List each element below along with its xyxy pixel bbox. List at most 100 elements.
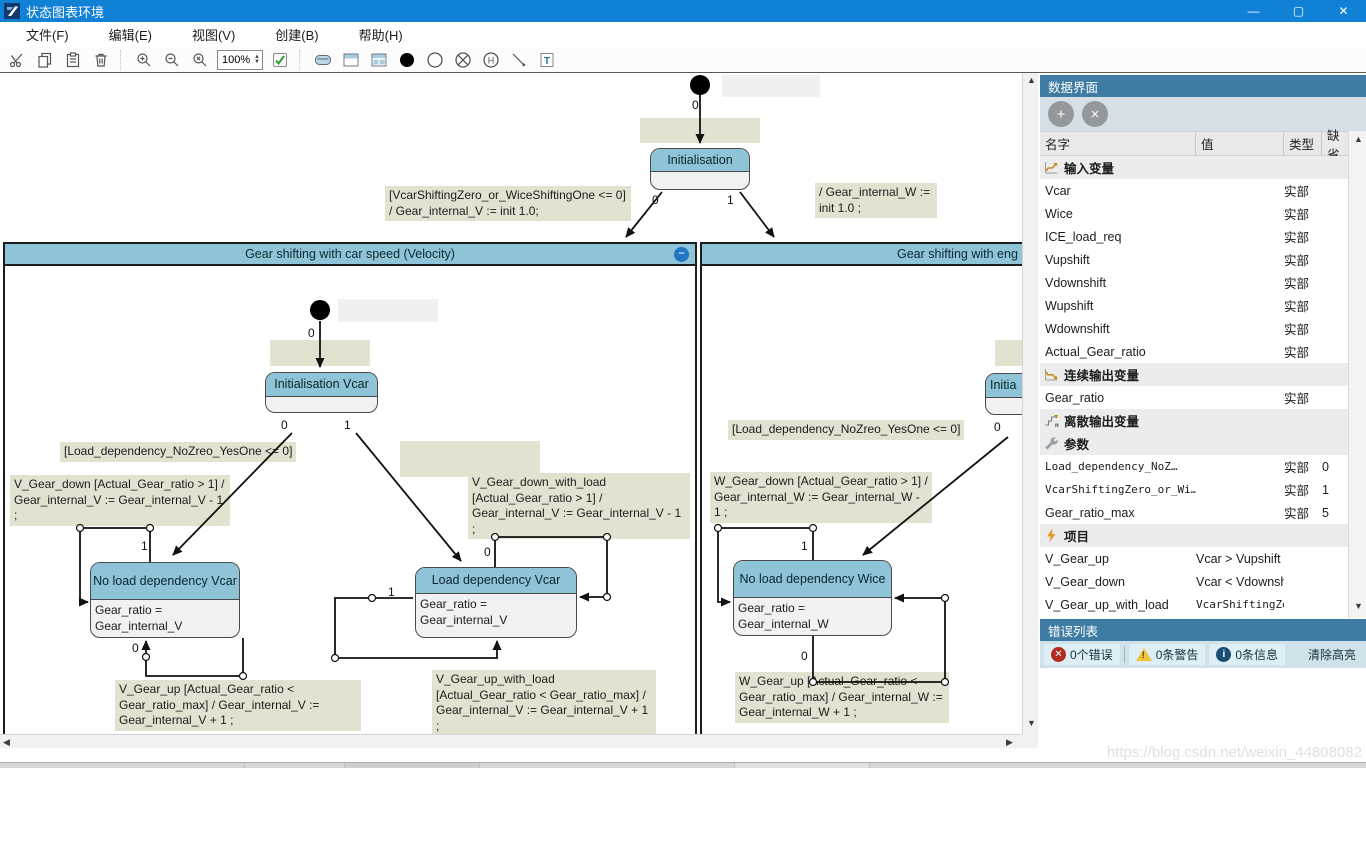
final-state-icon[interactable] <box>424 49 446 71</box>
zoom-reset-icon[interactable] <box>189 49 211 71</box>
paste-icon[interactable] <box>62 49 84 71</box>
cell-value: Vcar < Vdownshift <box>1196 574 1284 589</box>
minimize-button[interactable]: — <box>1247 4 1260 18</box>
state-rounded-icon[interactable] <box>312 49 334 71</box>
scroll-left-icon[interactable]: ◀ <box>3 737 10 747</box>
state-initialisation-wice[interactable]: Initia <box>985 373 1022 415</box>
state-no-load-dependency-vcar[interactable]: No load dependency Vcar Gear_ratio = Gea… <box>90 562 240 638</box>
validate-icon[interactable] <box>269 49 291 71</box>
zoom-level-spinner[interactable]: 100% ▲▼ <box>217 49 263 70</box>
zoom-in-icon[interactable] <box>133 49 155 71</box>
data-panel-title: 数据界面 <box>1040 75 1366 97</box>
clear-highlight-button[interactable]: 清除高亮 <box>1307 648 1356 662</box>
cell-type: 实部 <box>1284 346 1310 360</box>
trash-icon[interactable] <box>90 49 112 71</box>
port-number: 0 <box>801 649 808 663</box>
transition-label[interactable]: V_Gear_down [Actual_Gear_ratio > 1] / Ge… <box>10 475 230 526</box>
cell-type: 实部 <box>1284 185 1310 199</box>
spinner-arrows-icon[interactable]: ▲▼ <box>254 53 260 65</box>
menu-view[interactable]: 视图(V) <box>191 28 236 43</box>
section-label: 离散输出变量 <box>1064 415 1140 429</box>
remove-variable-button[interactable]: × <box>1082 101 1108 127</box>
copy-icon[interactable] <box>34 49 56 71</box>
collapse-icon[interactable]: − <box>674 247 689 262</box>
guard-label[interactable]: [Load_dependency_NoZreo_YesOne <= 0] <box>728 420 965 440</box>
transition-label[interactable]: V_Gear_up_with_load [Actual_Gear_ratio <… <box>432 670 656 734</box>
horizontal-scrollbar[interactable]: ◀ ▶ <box>0 734 1022 748</box>
menu-edit[interactable]: 编辑(E) <box>108 28 152 43</box>
transition-label[interactable]: / Gear_internal_W := init 1.0 ; <box>815 183 937 219</box>
highlight-band <box>640 118 760 143</box>
section-row[interactable]: 连续输出变量 <box>1040 363 1366 386</box>
state-split-icon[interactable] <box>368 49 390 71</box>
column-value[interactable]: 值 <box>1196 132 1284 155</box>
transition-label[interactable]: V_Gear_up [Actual_Gear_ratio < Gear_rati… <box>115 680 361 731</box>
transition-icon[interactable] <box>508 49 530 71</box>
scroll-right-icon[interactable]: ▶ <box>1006 737 1013 747</box>
error-list-toolbar: ✕ 0个错误 0条警告 i 0条信息 清除高亮 <box>1040 641 1366 668</box>
highlight-band <box>995 340 1022 366</box>
zoom-out-icon[interactable] <box>161 49 183 71</box>
scroll-down-icon[interactable]: ▼ <box>1027 718 1036 728</box>
state-no-load-dependency-wice[interactable]: No load dependency Wice Gear_ratio = Gea… <box>733 560 892 636</box>
warnings-filter-button[interactable]: 0条警告 <box>1128 644 1206 665</box>
diagram-canvas[interactable]: Gear shifting with car speed (Velocity) … <box>0 73 1022 734</box>
column-name[interactable]: 名字 <box>1040 132 1196 155</box>
panel-scrollbar[interactable]: ▲ ▼ <box>1348 131 1366 618</box>
column-default[interactable]: 缺省 <box>1327 128 1340 162</box>
state-initialisation[interactable]: Initialisation <box>650 148 750 190</box>
section-row[interactable]: 输入变量 <box>1040 156 1366 179</box>
state-initialisation-vcar[interactable]: Initialisation Vcar <box>265 372 378 413</box>
add-variable-button[interactable]: + <box>1048 101 1074 127</box>
cell-name: V_Gear_down <box>1045 574 1125 589</box>
scroll-up-icon[interactable]: ▲ <box>1354 134 1363 144</box>
infos-filter-button[interactable]: i 0条信息 <box>1209 644 1286 665</box>
cut-icon[interactable] <box>6 49 28 71</box>
history-icon[interactable]: H <box>480 49 502 71</box>
transition-label[interactable]: W_Gear_down [Actual_Gear_ratio > 1] / Ge… <box>710 472 932 523</box>
wrench-icon <box>1044 436 1059 451</box>
highlight-band <box>270 340 370 366</box>
transition-label[interactable]: W_Gear_up [Actual_Gear_ratio < Gear_rati… <box>735 672 949 723</box>
errors-filter-button[interactable]: ✕ 0个错误 <box>1044 644 1120 665</box>
menu-help[interactable]: 帮助(H) <box>358 28 403 43</box>
port-number: 1 <box>801 539 808 553</box>
transition-label[interactable]: V_Gear_down_with_load [Actual_Gear_ratio… <box>468 473 690 540</box>
vertical-scrollbar[interactable]: ▲ ▼ <box>1022 73 1038 734</box>
column-type[interactable]: 类型 <box>1284 132 1322 155</box>
initial-state-icon[interactable] <box>396 49 418 71</box>
scroll-down-icon[interactable]: ▼ <box>1354 601 1363 611</box>
close-button[interactable]: ✕ <box>1338 4 1349 18</box>
section-row[interactable]: 参数 <box>1040 432 1366 455</box>
zoom-level-value: 100% <box>222 53 251 66</box>
state-load-dependency-vcar[interactable]: Load dependency Vcar Gear_ratio = Gear_i… <box>415 567 577 638</box>
table-row[interactable]: V_Gear_down Vcar < Vdownshift <box>1040 570 1366 593</box>
transition-label[interactable]: [VcarShiftingZero_or_WiceShiftingOne <= … <box>385 186 631 222</box>
error-list-content: https://blog.csdn.net/weixin_44808082 <box>1040 668 1366 843</box>
table-row[interactable]: V_Gear_up_with_loadVcarShiftingZero_or_W… <box>1040 593 1366 616</box>
maximize-button[interactable]: ▢ <box>1292 4 1305 18</box>
menu-create[interactable]: 创建(B) <box>275 28 319 43</box>
section-row[interactable]: 项目 <box>1040 524 1366 547</box>
junction-icon[interactable] <box>452 49 474 71</box>
guard-label[interactable]: [Load_dependency_NoZreo_YesOne <= 0] <box>60 442 297 462</box>
cell-type: 实部 <box>1284 323 1310 337</box>
text-icon[interactable]: T <box>536 49 558 71</box>
state-titled-icon[interactable] <box>340 49 362 71</box>
menu-file[interactable]: 文件(F) <box>26 28 69 43</box>
scroll-up-icon[interactable]: ▲ <box>1027 75 1036 85</box>
